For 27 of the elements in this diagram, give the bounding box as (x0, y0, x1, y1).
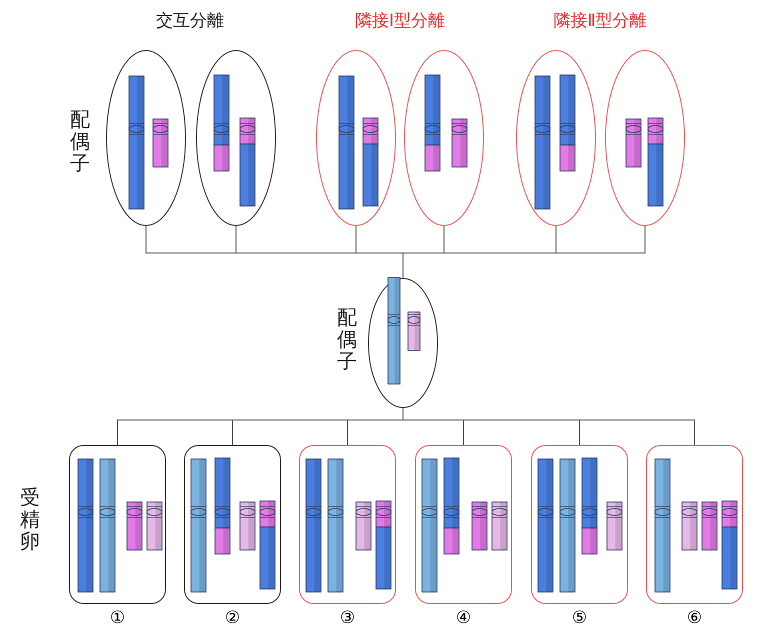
connector-line (402, 408, 695, 446)
panel-number: ③ (338, 608, 356, 628)
panel-number: ① (108, 608, 126, 628)
gamete-oval (404, 50, 484, 226)
connector-line (402, 226, 646, 278)
panel-number: ② (224, 608, 242, 628)
gamete-oval (368, 278, 438, 408)
side-label: 受精卵 (20, 486, 40, 552)
gamete-oval (316, 50, 396, 226)
gamete-oval (196, 50, 276, 226)
zygote-box (646, 445, 743, 604)
side-label: 配偶子 (70, 108, 90, 174)
gamete-oval (605, 50, 685, 226)
gamete-oval (106, 50, 186, 226)
zygote-box (299, 445, 396, 604)
gamete-oval (516, 50, 596, 226)
panel-number: ④ (454, 608, 472, 628)
zygote-box (531, 445, 628, 604)
panel-number: ⑥ (686, 608, 704, 628)
column-heading: 交互分離 (156, 12, 224, 31)
zygote-box (69, 445, 166, 604)
column-heading: 隣接Ⅰ型分離 (355, 12, 445, 31)
panel-number: ⑤ (570, 608, 588, 628)
side-label: 配偶子 (337, 306, 357, 372)
column-heading: 隣接Ⅱ型分離 (553, 12, 647, 31)
zygote-box (415, 445, 512, 604)
zygote-box (184, 445, 281, 604)
